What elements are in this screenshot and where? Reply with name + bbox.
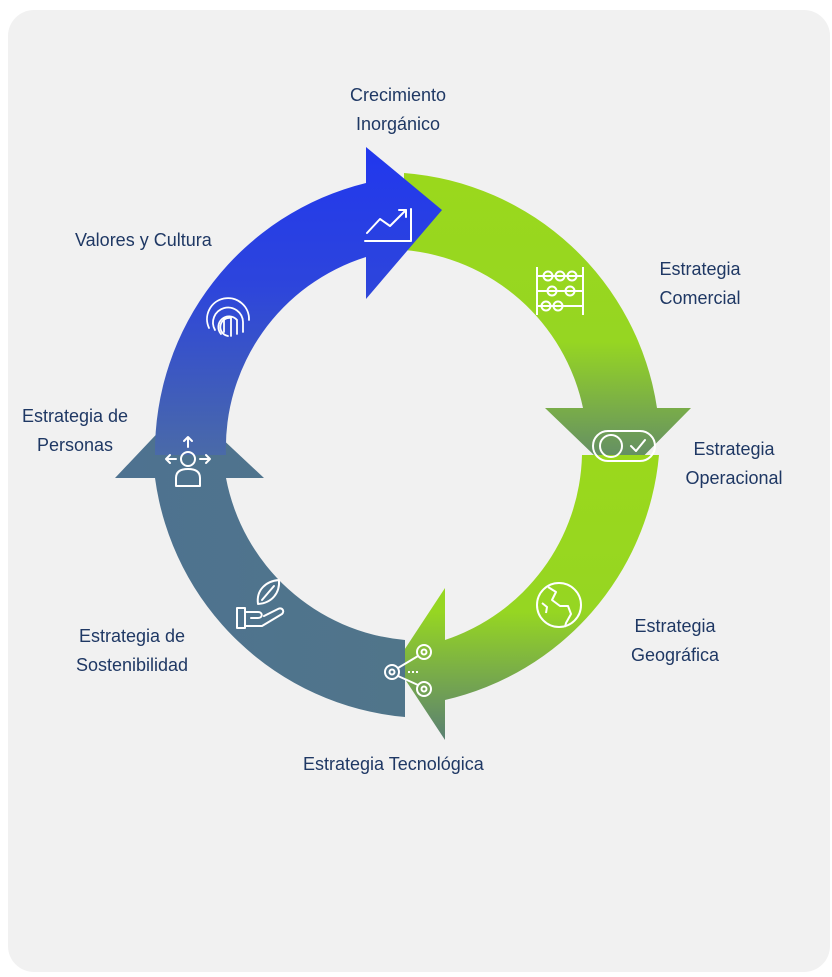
label-estrategia-de-personas: Estrategia de Personas bbox=[21, 406, 129, 455]
label-estrategia-tecnologica: Estrategia Tecnológica bbox=[303, 754, 484, 774]
fingerprint-icon bbox=[206, 297, 250, 337]
trend-up-chart-icon bbox=[364, 208, 412, 242]
label-valores-y-cultura: Valores y Cultura bbox=[75, 230, 212, 250]
label-estrategia-comercial: Estrategia Comercial bbox=[659, 259, 741, 308]
arrow-segment-bottom bbox=[115, 404, 405, 717]
label-estrategia-de-sostenibilidad: Estrategia de Sostenibilidad bbox=[75, 626, 189, 675]
arrow-segment-bottom-right bbox=[395, 455, 659, 740]
toggle-check-icon bbox=[592, 430, 656, 462]
person-arrows-icon bbox=[165, 436, 211, 487]
label-estrategia-geografica: Estrategia Geográfica bbox=[630, 616, 720, 665]
label-crecimiento-inorganico: Crecimiento Inorgánico bbox=[349, 85, 447, 134]
connected-nodes-icon bbox=[384, 644, 432, 697]
globe-icon bbox=[536, 582, 582, 628]
label-estrategia-operacional: Estrategia Operacional bbox=[685, 439, 783, 488]
diagram-card bbox=[8, 10, 830, 972]
abacus-icon bbox=[536, 267, 584, 315]
arrow-segment-right bbox=[404, 173, 691, 480]
hand-leaf-icon bbox=[236, 579, 285, 629]
arrow-segment-top-left bbox=[154, 147, 442, 455]
